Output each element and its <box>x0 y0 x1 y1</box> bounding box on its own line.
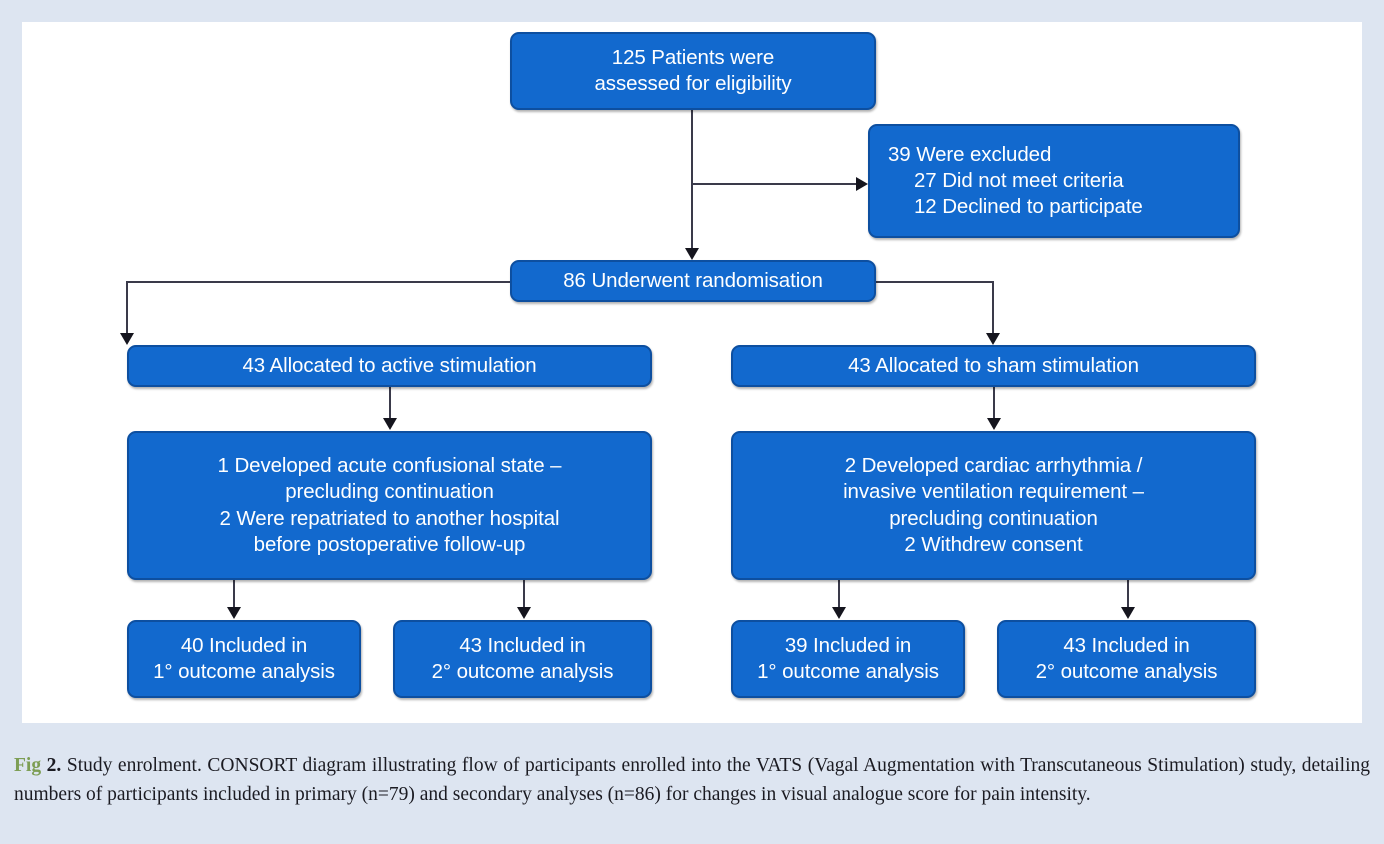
node-sham-events-line-3: precluding continuation <box>889 506 1098 530</box>
connector-randomised-left-v <box>126 281 128 339</box>
figure-caption-text: Study enrolment. CONSORT diagram illustr… <box>14 755 1371 805</box>
node-allocated-sham-stimulation[interactable]: 43 Allocated to sham stimulation <box>731 345 1256 387</box>
arrowhead-sham-secondary <box>1121 607 1135 619</box>
node-excluded-line-3: 12 Declined to participate <box>914 195 1143 219</box>
connector-randomised-right-h <box>876 281 994 283</box>
node-underwent-randomisation[interactable]: 86 Underwent randomisation <box>510 260 876 302</box>
arrowhead-to-allocated-sham <box>986 333 1000 345</box>
connector-active-secondary <box>523 580 525 612</box>
node-active-events-line-2: precluding continuation <box>285 480 494 504</box>
figure-caption-label: Fig <box>14 755 42 776</box>
node-randomised-line-1: 86 Underwent randomisation <box>563 268 823 292</box>
node-active-primary-line-2: 1° outcome analysis <box>153 660 335 683</box>
node-allocated-active-stimulation[interactable]: 43 Allocated to active stimulation <box>127 345 652 387</box>
connector-assessed-to-randomised <box>691 107 693 254</box>
figure-caption-number: 2. <box>46 755 62 776</box>
arrowhead-active-secondary <box>517 607 531 619</box>
connector-sham-secondary <box>1127 580 1129 612</box>
node-active-secondary-line-1: 43 Included in <box>459 633 586 657</box>
node-active-secondary-line-2: 2° outcome analysis <box>431 660 614 683</box>
connector-active-to-events <box>389 387 391 423</box>
node-sham-secondary-line-2: 2° outcome analysis <box>1035 660 1218 683</box>
node-sham-secondary-outcome[interactable]: 43 Included in 2° outcome analysis <box>997 620 1256 698</box>
node-sham-primary-line-2: 1° outcome analysis <box>757 660 939 683</box>
connector-randomised-left-h <box>126 281 512 283</box>
arrowhead-sham-events <box>987 418 1001 430</box>
connector-randomised-right-v <box>992 281 994 339</box>
arrowhead-active-primary <box>227 607 241 619</box>
node-sham-events-line-4: 2 Withdrew consent <box>904 532 1083 556</box>
arrowhead-to-excluded <box>856 177 868 191</box>
node-assessed-line-2: assessed for eligibility <box>594 72 792 95</box>
arrowhead-active-events <box>383 418 397 430</box>
connector-sham-primary <box>838 580 840 612</box>
arrowhead-to-randomised <box>685 248 699 260</box>
arrowhead-to-allocated-active <box>120 333 134 345</box>
node-active-events-line-4: before postoperative follow-up <box>253 532 526 556</box>
arrowhead-sham-primary <box>832 607 846 619</box>
node-excluded-line-1: 39 Were excluded <box>888 142 1052 166</box>
node-active-secondary-outcome[interactable]: 43 Included in 2° outcome analysis <box>393 620 652 698</box>
node-active-primary-outcome[interactable]: 40 Included in 1° outcome analysis <box>127 620 361 698</box>
connector-active-primary <box>233 580 235 612</box>
figure-caption: Fig 2. Study enrolment. CONSORT diagram … <box>14 752 1370 809</box>
node-sham-events-line-1: 2 Developed cardiac arrhythmia / <box>844 454 1143 478</box>
node-sham-secondary-line-1: 43 Included in <box>1063 633 1190 657</box>
node-sham-events-line-2: invasive ventilation requirement – <box>843 480 1144 504</box>
node-sham-adverse-events[interactable]: 2 Developed cardiac arrhythmia / invasiv… <box>731 431 1256 580</box>
node-active-events-line-1: 1 Developed acute confusional state – <box>217 454 562 478</box>
node-allocated-sham-line-1: 43 Allocated to sham stimulation <box>848 353 1139 377</box>
connector-sham-to-events <box>993 387 995 423</box>
node-excluded[interactable]: 39 Were excluded 27 Did not meet criteri… <box>868 124 1240 238</box>
connector-assessed-to-excluded <box>691 183 859 185</box>
node-assessed-line-1: 125 Patients were <box>611 45 775 69</box>
node-sham-primary-outcome[interactable]: 39 Included in 1° outcome analysis <box>731 620 965 698</box>
node-active-primary-line-1: 40 Included in <box>180 633 308 657</box>
node-assessed-for-eligibility[interactable]: 125 Patients were assessed for eligibili… <box>510 32 876 110</box>
node-excluded-line-2: 27 Did not meet criteria <box>914 168 1124 192</box>
node-active-events-line-3: 2 Were repatriated to another hospital <box>219 506 560 530</box>
node-sham-primary-line-1: 39 Included in <box>784 633 912 657</box>
node-active-adverse-events[interactable]: 1 Developed acute confusional state – pr… <box>127 431 652 580</box>
figure-panel: 125 Patients were assessed for eligibili… <box>22 22 1362 723</box>
node-allocated-active-line-1: 43 Allocated to active stimulation <box>242 353 537 377</box>
